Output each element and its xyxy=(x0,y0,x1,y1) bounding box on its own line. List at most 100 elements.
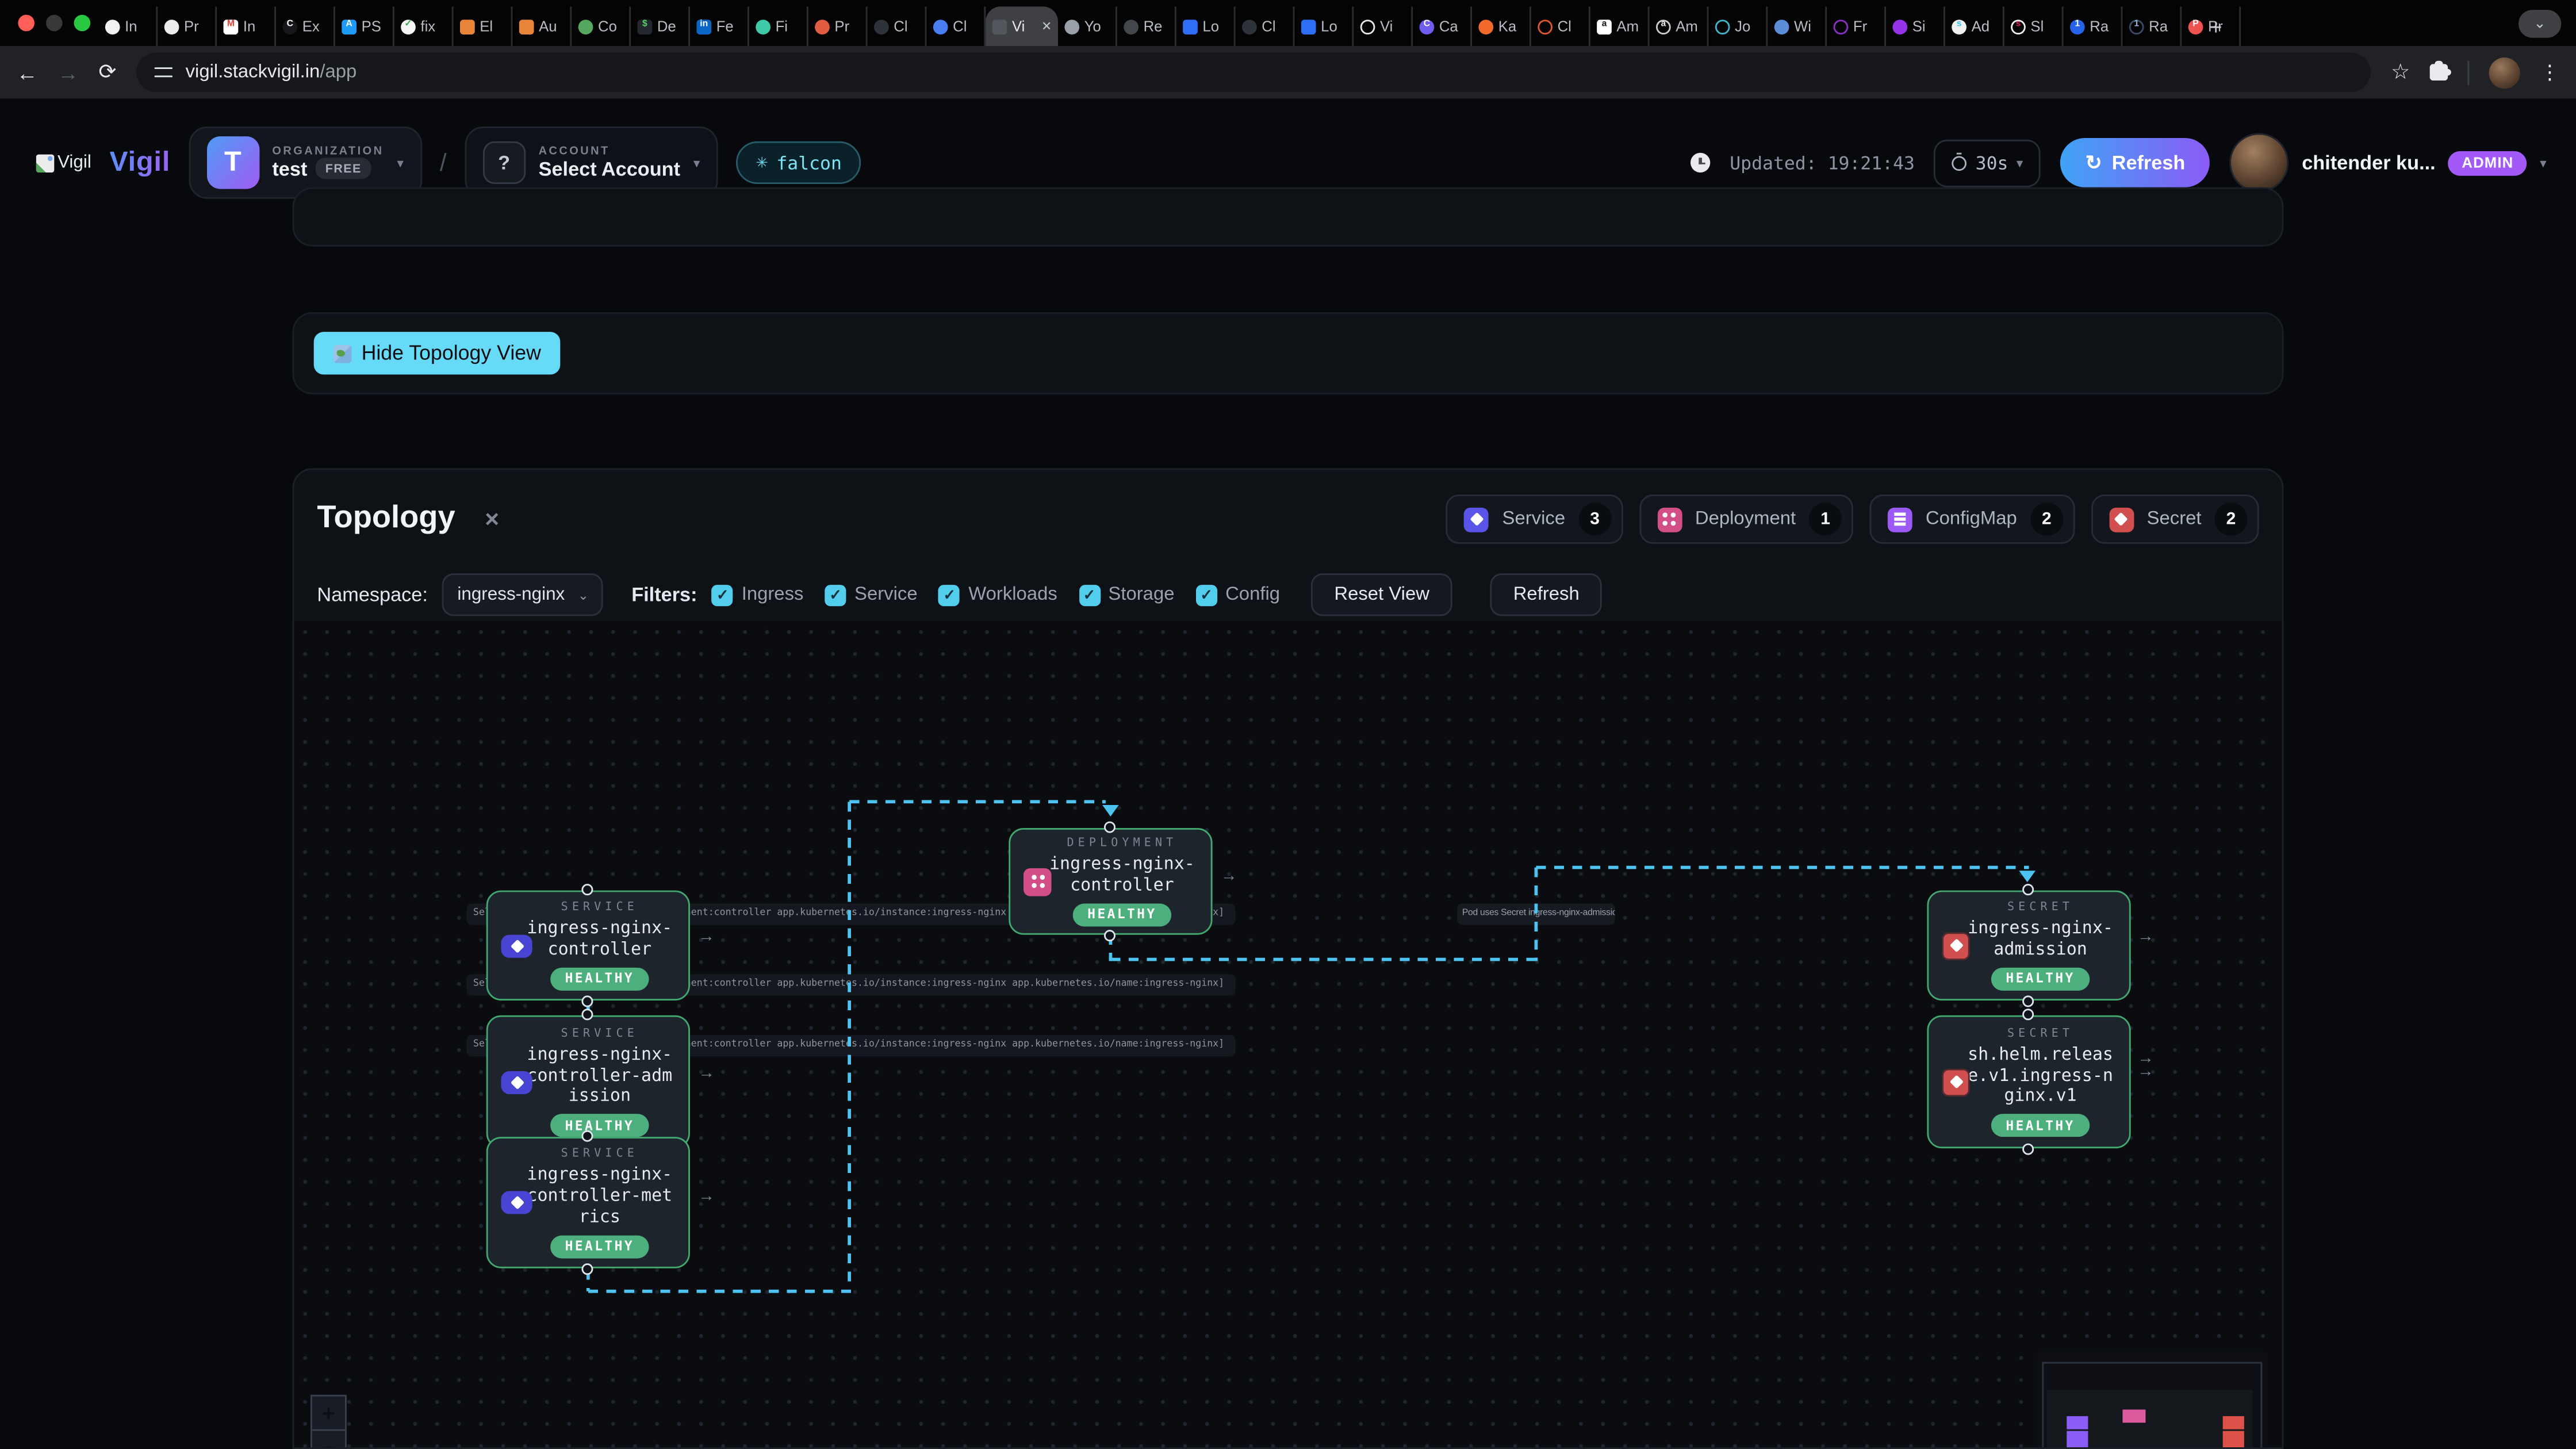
browser-tab[interactable]: Vi × xyxy=(986,6,1058,46)
browser-tab[interactable]: Ka xyxy=(1472,6,1531,46)
node-handle-bottom[interactable] xyxy=(581,1263,592,1275)
browser-tab[interactable]: Au xyxy=(512,6,572,46)
browser-tab[interactable]: Cl xyxy=(1236,6,1295,46)
browser-menu-icon[interactable]: ⋮ xyxy=(2540,60,2560,84)
node-service-ingress-nginx-controller-metrics[interactable]: SERVICE ingress-nginx-controller-metrics… xyxy=(486,1130,690,1275)
address-bar[interactable]: vigil.stackvigil.in/app xyxy=(136,52,2371,92)
browser-tab[interactable]: $ De xyxy=(631,6,690,46)
new-tab-button[interactable]: + xyxy=(2209,14,2222,39)
node-deployment-ingress-nginx-controller[interactable]: DEPLOYMENT ingress-nginx-controller HEAL… xyxy=(1009,821,1213,942)
resource-count: 2 xyxy=(2030,503,2063,536)
checkbox-checked-icon[interactable]: ✓ xyxy=(1195,584,1217,605)
organization-selector[interactable]: T ORGANIZATION test FREE ▾ xyxy=(188,126,422,199)
checkbox-checked-icon[interactable]: ✓ xyxy=(712,584,734,605)
close-window-button[interactable] xyxy=(18,14,34,32)
account-selector[interactable]: ? ACCOUNT Select Account ▾ xyxy=(465,126,718,199)
extensions-icon[interactable] xyxy=(2429,60,2452,80)
browser-tab[interactable]: C Ca xyxy=(1413,6,1472,46)
node-secret-ingress-nginx-admission[interactable]: SECRET ingress-nginx-admission HEALTHY xyxy=(1927,884,2131,1007)
topology-canvas[interactable]: Selects pods [app.kubernetes.io/componen… xyxy=(294,621,2282,1448)
hide-topology-button[interactable]: Hide Topology View xyxy=(313,332,561,375)
filter-checkbox[interactable]: ✓ Service xyxy=(825,584,918,605)
browser-tab[interactable]: Si xyxy=(1886,6,1945,46)
browser-tab[interactable]: Jo xyxy=(1708,6,1768,46)
tab-favicon xyxy=(815,18,830,34)
zoom-out-button[interactable]: − xyxy=(310,1429,347,1448)
node-secret-sh-helm-release[interactable]: SECRET sh.helm.release.v1.ingress-nginx.… xyxy=(1927,1009,2131,1155)
browser-tab[interactable]: Fi xyxy=(749,6,808,46)
browser-tab[interactable]: Lo xyxy=(1294,6,1354,46)
browser-tab[interactable]: a Am xyxy=(1650,6,1709,46)
fullscreen-window-button[interactable] xyxy=(74,14,91,32)
node-handle-bottom[interactable] xyxy=(1103,930,1115,942)
browser-tab[interactable]: Wi xyxy=(1768,6,1827,46)
back-button[interactable]: ← xyxy=(16,60,38,85)
node-handle-top[interactable] xyxy=(581,1130,592,1142)
node-handle-top[interactable] xyxy=(581,1009,592,1021)
node-handle-top[interactable] xyxy=(2021,884,2033,896)
browser-tab[interactable]: Cl xyxy=(868,6,927,46)
checkbox-checked-icon[interactable]: ✓ xyxy=(1078,584,1101,605)
forward-button[interactable]: → xyxy=(57,60,79,85)
browser-tab[interactable]: Co xyxy=(572,6,631,46)
browser-tab[interactable]: in Fe xyxy=(690,6,749,46)
checkbox-checked-icon[interactable]: ✓ xyxy=(938,584,960,605)
cluster-badge[interactable]: ✳ falcon xyxy=(736,141,862,184)
resource-kind-icon xyxy=(1464,507,1489,532)
browser-tab[interactable]: s Ad xyxy=(1945,6,2004,46)
node-handle-bottom[interactable] xyxy=(2021,995,2033,1007)
browser-tab[interactable]: ✓ fix xyxy=(394,6,454,46)
browser-tab[interactable]: Fr xyxy=(1827,6,1886,46)
node-handle-bottom[interactable] xyxy=(581,995,592,1007)
topology-refresh-button[interactable]: Refresh xyxy=(1490,573,1603,616)
node-handle-top[interactable] xyxy=(2021,1009,2033,1021)
browser-tab[interactable]: In xyxy=(98,6,158,46)
browser-tab[interactable]: El xyxy=(454,6,513,46)
refresh-button[interactable]: ↻ Refresh xyxy=(2060,138,2210,187)
minimap-service-rect xyxy=(2067,1431,2088,1448)
close-icon[interactable]: × xyxy=(485,505,500,534)
node-handle-bottom[interactable] xyxy=(2021,1143,2033,1155)
reload-button[interactable]: ⟳ xyxy=(98,59,117,84)
node-handle-top[interactable] xyxy=(1103,821,1115,833)
browser-profile-avatar[interactable] xyxy=(2489,56,2520,88)
browser-tab[interactable]: Pr xyxy=(808,6,868,46)
tab-close-icon[interactable]: × xyxy=(1041,17,1052,36)
brand-wordmark: Vigil xyxy=(109,146,170,179)
checkbox-checked-icon[interactable]: ✓ xyxy=(825,584,846,605)
browser-tab[interactable]: 1 Ra xyxy=(2122,6,2182,46)
filter-checkbox[interactable]: ✓ Storage xyxy=(1078,584,1175,605)
browser-tab[interactable]: Pr xyxy=(158,6,217,46)
reset-view-button[interactable]: Reset View xyxy=(1311,573,1452,616)
browser-tab[interactable]: Cl xyxy=(1531,6,1590,46)
tab-search-chevron-icon[interactable]: ⌄ xyxy=(2518,10,2562,38)
browser-tab[interactable]: s Sl xyxy=(2004,6,2064,46)
node-service-ingress-nginx-controller-admission[interactable]: SERVICE ingress-nginx-controller-admissi… xyxy=(486,1009,690,1155)
minimize-window-button[interactable] xyxy=(46,14,63,32)
browser-tab[interactable]: Lo xyxy=(1176,6,1236,46)
filter-checkbox[interactable]: ✓ Ingress xyxy=(712,584,803,605)
filter-checkbox[interactable]: ✓ Config xyxy=(1195,584,1280,605)
browser-tab[interactable]: A PS xyxy=(335,6,394,46)
browser-tab[interactable]: 1 Ra xyxy=(2064,6,2123,46)
browser-tab[interactable]: a Am xyxy=(1590,6,1650,46)
user-menu[interactable]: chitender ku... ADMIN ▾ xyxy=(2229,133,2547,193)
site-settings-icon[interactable] xyxy=(154,63,172,81)
refresh-interval-selector[interactable]: 30s ▾ xyxy=(1934,139,2041,187)
filter-checkbox[interactable]: ✓ Workloads xyxy=(938,584,1057,605)
browser-tab[interactable]: C Ex xyxy=(276,6,335,46)
minimap-deployment-rect xyxy=(2122,1409,2146,1423)
namespace-select[interactable]: ingress-nginx ⌄ xyxy=(442,573,604,616)
browser-tab[interactable]: P Pr xyxy=(2182,6,2241,46)
browser-tab[interactable]: Yo xyxy=(1058,6,1117,46)
minimap[interactable] xyxy=(2037,1352,2267,1448)
node-handle-top[interactable] xyxy=(581,884,592,896)
browser-tab[interactable]: Cl xyxy=(926,6,986,46)
zoom-in-button[interactable]: + xyxy=(310,1394,347,1431)
browser-tab[interactable]: M In xyxy=(217,6,276,46)
browser-tab[interactable]: Re xyxy=(1117,6,1176,46)
browser-tab[interactable]: Vi xyxy=(1354,6,1413,46)
node-service-ingress-nginx-controller[interactable]: SERVICE ingress-nginx-controller HEALTHY xyxy=(486,884,690,1007)
bookmark-star-icon[interactable]: ☆ xyxy=(2391,59,2410,84)
tab-favicon xyxy=(1360,18,1375,34)
